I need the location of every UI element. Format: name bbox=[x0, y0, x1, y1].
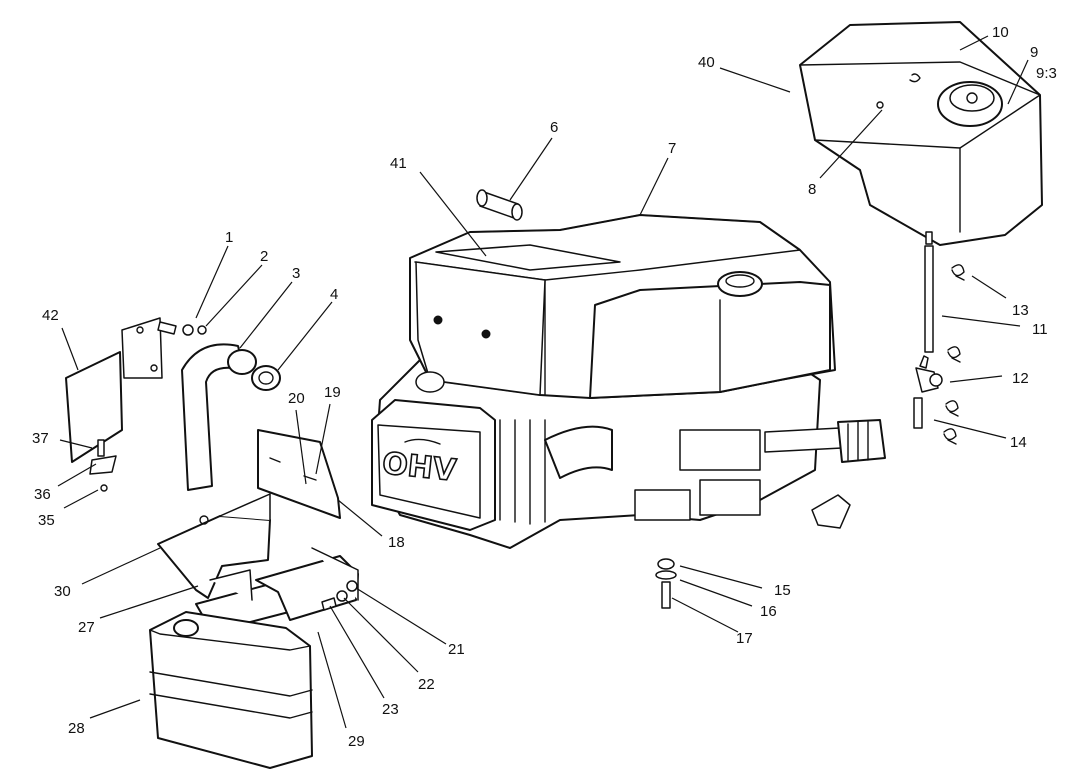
callout-11: 11 bbox=[1032, 321, 1048, 338]
callout-28: 28 bbox=[68, 720, 85, 737]
part-4-gasket bbox=[251, 365, 281, 391]
part-42-heat-shield bbox=[65, 317, 163, 463]
callout-1: 1 bbox=[225, 229, 233, 246]
part-23-bolt bbox=[321, 597, 337, 611]
part-37-screw bbox=[97, 439, 105, 457]
part-6-fitting bbox=[476, 189, 523, 221]
part-14-clamp bbox=[945, 400, 959, 417]
part-2-washer bbox=[182, 324, 194, 336]
callout-6: 6 bbox=[550, 119, 558, 136]
part-35-washer bbox=[100, 484, 108, 492]
callout-17: 17 bbox=[736, 630, 753, 647]
callout-37: 37 bbox=[32, 430, 49, 447]
part-21-nut bbox=[346, 580, 358, 592]
callout-22: 22 bbox=[418, 676, 435, 693]
callout-16: 16 bbox=[760, 603, 777, 620]
callout-20: 20 bbox=[288, 390, 305, 407]
part-2-washer-2 bbox=[197, 325, 207, 335]
part-13-clamp bbox=[951, 264, 965, 281]
callout-30: 30 bbox=[54, 583, 71, 600]
callout-36: 36 bbox=[34, 486, 51, 503]
leader-lines bbox=[57, 35, 1029, 729]
part-12-shutoff-valve bbox=[915, 355, 943, 393]
callout-29: 29 bbox=[348, 733, 365, 750]
callout-13: 13 bbox=[1012, 302, 1029, 319]
part-15-17-hardware bbox=[655, 558, 677, 609]
callout-10: 10 bbox=[992, 24, 1009, 41]
callout-40: 40 bbox=[698, 54, 715, 71]
callout-35: 35 bbox=[38, 512, 55, 529]
callout-41: 41 bbox=[390, 155, 407, 172]
part-1-bolt bbox=[157, 321, 177, 335]
part-18-plate bbox=[257, 429, 341, 519]
callout-15: 15 bbox=[774, 582, 791, 599]
callout-labels: 1 2 3 4 6 7 8 9 9:3 10 11 12 13 14 15 16… bbox=[32, 24, 1057, 750]
callout-23: 23 bbox=[382, 701, 399, 718]
callout-19: 19 bbox=[324, 384, 341, 401]
part-14-clamp-2 bbox=[943, 428, 957, 445]
callout-7: 7 bbox=[668, 140, 676, 157]
callout-3: 3 bbox=[292, 265, 300, 282]
part-13-clamp-2 bbox=[947, 346, 961, 363]
callout-12: 12 bbox=[1012, 370, 1029, 387]
callout-9-3: 9:3 bbox=[1036, 65, 1057, 82]
part-30-bracket bbox=[157, 493, 271, 599]
callout-4: 4 bbox=[330, 286, 338, 303]
callout-27: 27 bbox=[78, 619, 95, 636]
engine-badge: OHV bbox=[381, 446, 459, 489]
part-10-fuel-tank bbox=[799, 21, 1043, 246]
part-28-muffler bbox=[149, 611, 313, 769]
engine-assembly: OHV bbox=[371, 214, 886, 549]
callout-14: 14 bbox=[1010, 434, 1027, 451]
part-14-hose bbox=[913, 397, 923, 429]
callout-21: 21 bbox=[448, 641, 465, 658]
callout-42: 42 bbox=[42, 307, 59, 324]
callout-2: 2 bbox=[260, 248, 268, 265]
callout-8: 8 bbox=[808, 181, 816, 198]
callout-18: 18 bbox=[388, 534, 405, 551]
part-3-flange bbox=[227, 349, 257, 375]
part-36-clip bbox=[89, 455, 117, 475]
callout-9: 9 bbox=[1030, 44, 1038, 61]
part-11-fuel-line bbox=[924, 245, 934, 353]
